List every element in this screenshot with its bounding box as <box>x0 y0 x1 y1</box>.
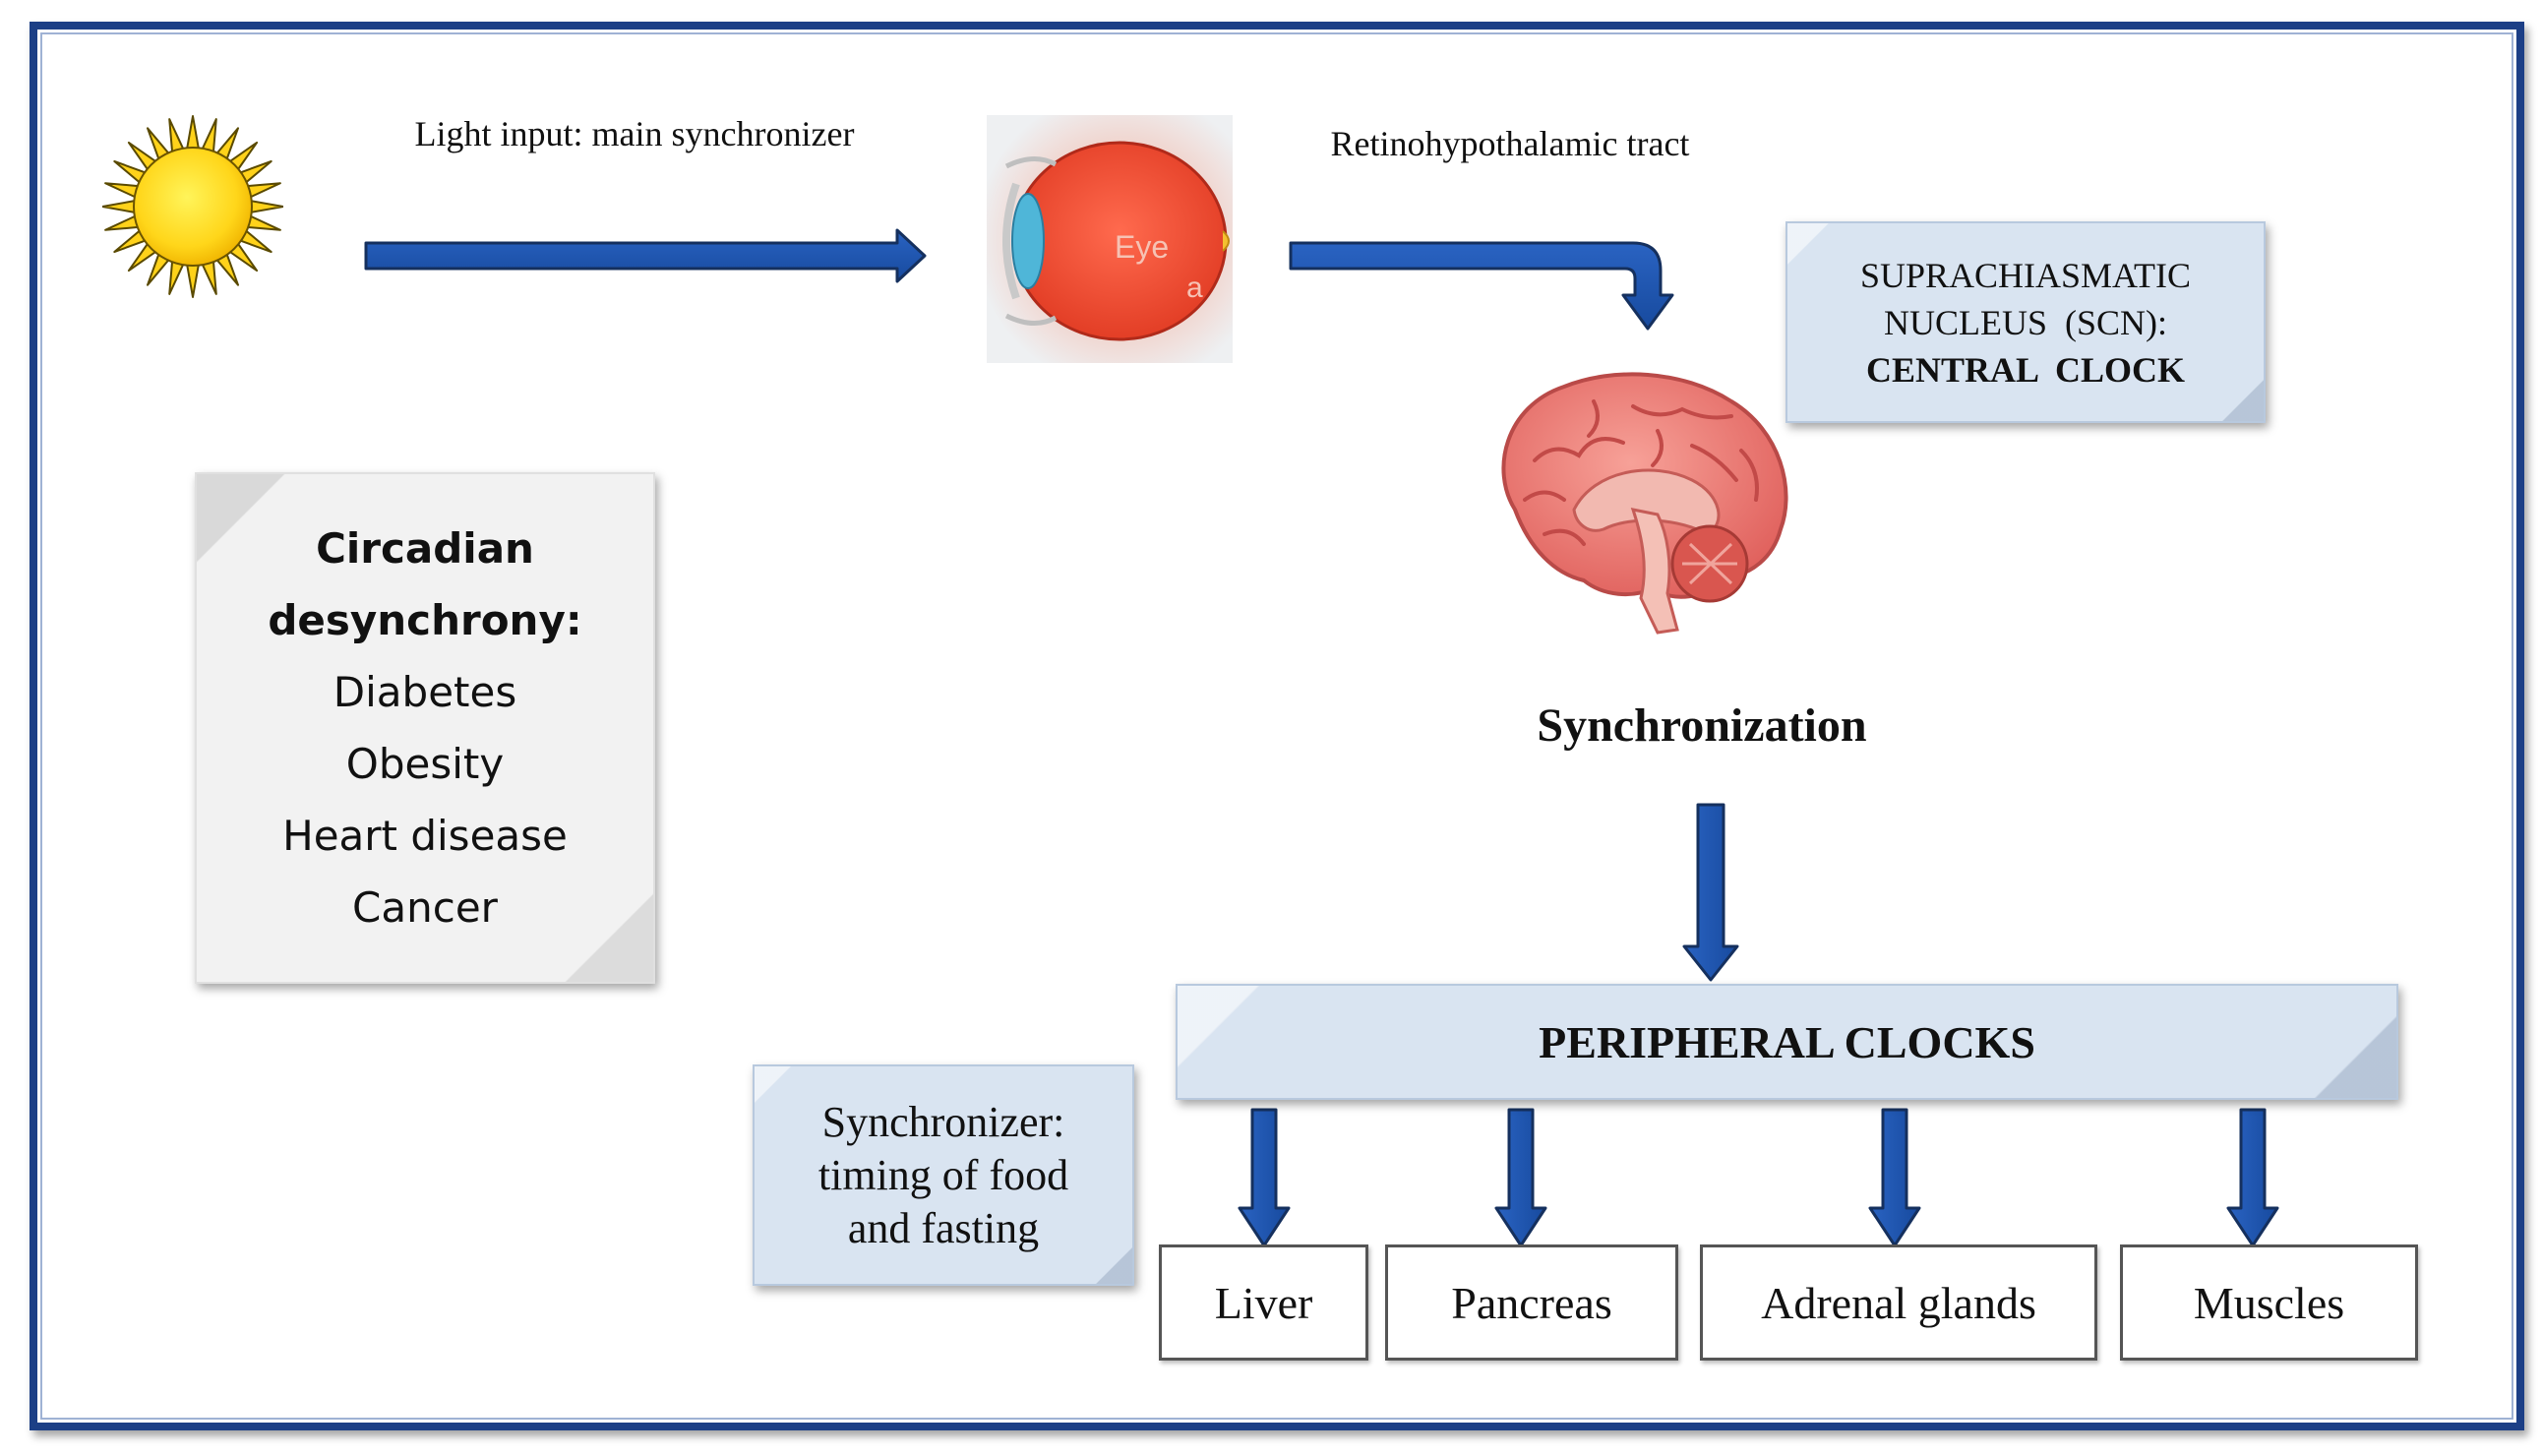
liver-arrow <box>1238 1108 1291 1247</box>
food-synchronizer-box: Synchronizer: timing of food and fasting <box>753 1064 1134 1286</box>
synchronization-label: Synchronization <box>1537 699 1867 752</box>
sun-rays <box>102 115 283 298</box>
desynchrony-item: Cancer <box>352 883 498 932</box>
adrenal-glands-arrow <box>1868 1108 1921 1247</box>
eye-icon: Eye a <box>987 115 1233 363</box>
food-line-3: and fasting <box>847 1203 1040 1252</box>
scn-box: SUPRACHIASMATIC NUCLEUS (SCN): CENTRAL C… <box>1785 221 2266 423</box>
organ-label: Muscles <box>2193 1277 2345 1328</box>
light-input-label: Light input: main synchronizer <box>414 114 855 153</box>
eye-image: Eye a <box>987 115 1233 363</box>
desynchrony-item: Heart disease <box>282 812 568 860</box>
synchronization-arrow <box>1682 803 1739 982</box>
figure-frame <box>30 22 2524 1430</box>
eye-letter: a <box>1186 272 1203 304</box>
organ-label: Liver <box>1214 1277 1313 1328</box>
organ-pancreas: Pancreas <box>1385 1244 1678 1361</box>
organ-muscles: Muscles <box>2120 1244 2418 1361</box>
sun-icon <box>102 115 283 298</box>
muscles-arrow <box>2226 1108 2279 1247</box>
organ-liver: Liver <box>1159 1244 1368 1361</box>
peripheral-clocks-label: PERIPHERAL CLOCKS <box>1539 1016 2035 1067</box>
organ-adrenal-glands: Adrenal glands <box>1700 1244 2097 1361</box>
scn-line-1: SUPRACHIASMATIC <box>1859 255 2192 295</box>
eye-label: Eye <box>1115 229 1169 265</box>
retinohypothalamic-arrow <box>1289 241 1674 331</box>
organ-label: Adrenal glands <box>1761 1277 2036 1328</box>
circadian-desynchrony-box: Circadian desynchrony: Diabetes Obesity … <box>195 472 655 984</box>
peripheral-clocks-box: PERIPHERAL CLOCKS <box>1176 984 2398 1100</box>
retinohypothalamic-label: Retinohypothalamic tract <box>1330 124 1690 163</box>
desynchrony-item: Obesity <box>345 740 505 788</box>
light-input-arrow <box>364 228 927 283</box>
desynchrony-title-2: desynchrony: <box>268 596 582 644</box>
desynchrony-title-1: Circadian <box>316 524 534 573</box>
pancreas-arrow <box>1494 1108 1547 1247</box>
scn-line-2: NUCLEUS (SCN): <box>1883 302 2168 342</box>
desynchrony-item: Diabetes <box>333 668 517 716</box>
organ-label: Pancreas <box>1451 1277 1612 1328</box>
scn-line-3: CENTRAL CLOCK <box>1865 349 2186 390</box>
brain-icon <box>1501 372 1788 635</box>
food-line-2: timing of food <box>817 1150 1069 1199</box>
food-line-1: Synchronizer: <box>821 1097 1065 1146</box>
